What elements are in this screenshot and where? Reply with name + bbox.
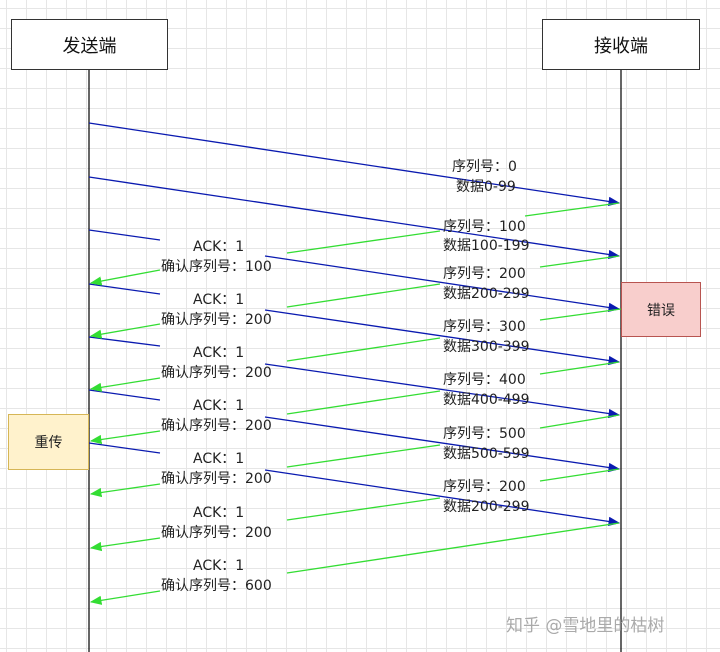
data-range-label: 数据0-99 (456, 179, 516, 195)
data-range-label: 数据200-299 (443, 499, 530, 515)
ack-confirm-label: 确认序列号：200 (161, 471, 272, 487)
error-label: 错误 (647, 302, 675, 319)
ack-arrow-1 (91, 202, 620, 283)
ack-arrow-2 (91, 255, 620, 336)
receiver-box: 接收端 (542, 19, 700, 70)
ack-arrow-7 (91, 522, 620, 602)
data-seq-label: 序列号：100 (443, 219, 526, 235)
data-range-label: 数据500-599 (443, 446, 530, 462)
ack-confirm-label: 确认序列号：200 (161, 418, 272, 434)
data-range-label: 数据200-299 (443, 286, 530, 302)
watermark: 知乎 @雪地里的枯树 (506, 616, 665, 636)
sender-label: 发送端 (62, 35, 117, 57)
ack-label: ACK：1 (193, 345, 245, 361)
data-range-label: 数据400-499 (443, 392, 530, 408)
ack-confirm-label: 确认序列号：600 (161, 578, 272, 594)
data-arrow-2 (88, 176, 621, 260)
ack-label: ACK：1 (193, 505, 245, 521)
data-range-label: 数据100-199 (443, 238, 530, 254)
ack-arrow-5 (91, 414, 620, 494)
error-box: 错误 (621, 282, 701, 337)
ack-label: ACK：1 (193, 239, 245, 255)
data-seq-label: 序列号：300 (443, 319, 526, 335)
ack-confirm-label: 确认序列号：200 (161, 312, 272, 328)
ack-arrow-4 (91, 361, 620, 441)
data-seq-label: 序列号：400 (443, 372, 526, 388)
ack-label: ACK：1 (193, 451, 245, 467)
ack-arrow-3 (91, 308, 622, 389)
ack-label: ACK：1 (193, 558, 245, 574)
data-seq-label: 序列号：0 (452, 159, 517, 175)
ack-label: ACK：1 (193, 398, 245, 414)
retransmit-box: 重传 (8, 414, 89, 470)
data-range-label: 数据300-399 (443, 339, 530, 355)
data-seq-label: 序列号：200 (443, 266, 526, 282)
retransmit-label: 重传 (34, 435, 63, 451)
ack-confirm-label: 确认序列号：200 (161, 365, 272, 381)
data-seq-label: 序列号：500 (443, 426, 526, 442)
ack-confirm-label: 确认序列号：100 (161, 259, 272, 275)
data-arrow-3 (88, 229, 619, 309)
sender-box: 发送端 (11, 19, 168, 70)
ack-confirm-label: 确认序列号：200 (161, 525, 272, 541)
ack-label: ACK：1 (193, 292, 245, 308)
receiver-label: 接收端 (594, 35, 648, 57)
data-arrow-1 (88, 122, 621, 207)
data-seq-label: 序列号：200 (443, 479, 526, 495)
ack-arrow-6 (91, 468, 620, 548)
